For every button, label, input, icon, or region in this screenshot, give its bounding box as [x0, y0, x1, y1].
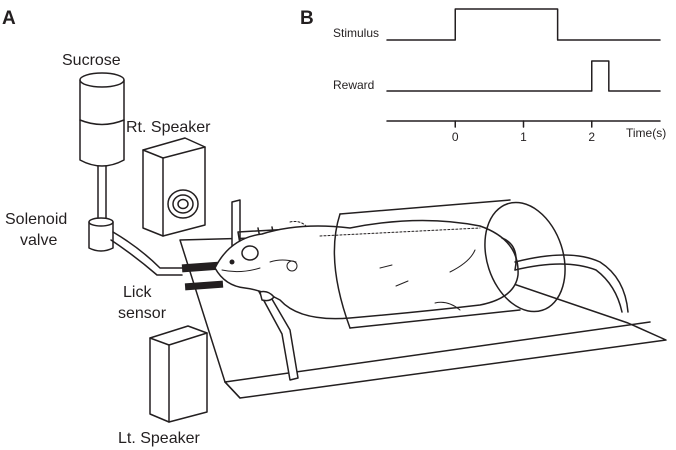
- right-speaker: [142, 137, 206, 237]
- lick-label-2: sensor: [118, 305, 167, 322]
- sucrose-label: Sucrose: [62, 52, 121, 69]
- panel-b-letter: B: [300, 8, 314, 29]
- stimulus-label: Stimulus: [333, 26, 379, 40]
- rt-speaker-label: Rt. Speaker: [126, 119, 211, 136]
- stimulus-trace: [386, 8, 661, 41]
- mouse-tail: [514, 254, 629, 313]
- time-ticks: 0 1 2: [452, 120, 595, 144]
- time-tick-label: 0: [452, 130, 459, 144]
- solenoid-label-2: valve: [20, 232, 57, 249]
- lick-sensor: [181, 261, 224, 291]
- solenoid-label-1: Solenoid: [5, 211, 67, 228]
- panel-a-letter: A: [2, 8, 16, 29]
- restraint-tube: [333, 199, 566, 329]
- sucrose-reservoir: [79, 72, 125, 223]
- time-axis-label: Time(s): [626, 126, 666, 140]
- mouse: [214, 219, 519, 320]
- left-speaker: [149, 325, 208, 423]
- lick-label-1: Lick: [123, 284, 152, 301]
- reward-label: Reward: [333, 78, 374, 92]
- time-tick-label: 1: [520, 130, 527, 144]
- time-tick-label: 2: [588, 130, 595, 144]
- solenoid-valve: [88, 217, 183, 276]
- lt-speaker-label: Lt. Speaker: [118, 430, 201, 447]
- reward-trace: [386, 60, 661, 92]
